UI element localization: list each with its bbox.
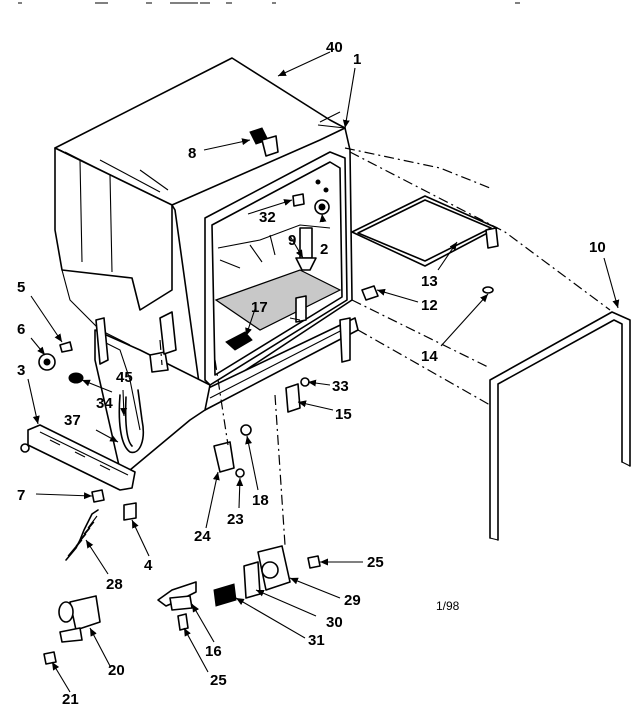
callout-25-right: 25: [367, 554, 384, 571]
callout-32: 32: [259, 209, 276, 226]
callout-13: 13: [421, 273, 438, 290]
callout-17: 17: [251, 299, 268, 316]
phantom-lines: [159, 147, 611, 546]
callout-37: 37: [64, 412, 81, 429]
callout-28: 28: [106, 576, 123, 593]
callout-45: 45: [116, 369, 133, 386]
callout-24: 24: [194, 528, 211, 545]
callout-25-bottom: 25: [210, 672, 227, 689]
callout-23: 23: [227, 511, 244, 528]
callout-10: 10: [589, 239, 606, 256]
rod-frame-10: [489, 311, 631, 541]
tub-assembly: [54, 57, 359, 478]
callout-9: 9: [288, 232, 296, 249]
callout-30: 30: [326, 614, 343, 631]
callout-16: 16: [205, 643, 222, 660]
callout-20: 20: [108, 662, 125, 679]
callout-3: 3: [17, 362, 25, 379]
callout-31: 31: [308, 632, 325, 649]
callout-labels: 40 1 8 9 2 32 10 13 12 14 17 5 6 3 45 34…: [17, 39, 606, 708]
callout-15: 15: [335, 406, 352, 423]
callout-12: 12: [421, 297, 438, 314]
callout-18: 18: [252, 492, 269, 509]
callout-1: 1: [353, 51, 361, 68]
callout-7: 7: [17, 487, 25, 504]
callout-8: 8: [188, 145, 196, 162]
date-code: 1/98: [436, 599, 460, 613]
loose-parts: [20, 341, 321, 665]
callout-33: 33: [332, 378, 349, 395]
callout-2: 2: [320, 241, 328, 258]
callout-14: 14: [421, 348, 438, 365]
callout-40: 40: [326, 39, 343, 56]
callout-21: 21: [62, 691, 79, 708]
leader-lines: [27, 51, 620, 693]
callout-6: 6: [17, 321, 25, 338]
callout-4: 4: [144, 557, 153, 574]
callout-29: 29: [344, 592, 361, 609]
callout-34: 34: [96, 395, 113, 412]
callout-5: 5: [17, 279, 25, 296]
